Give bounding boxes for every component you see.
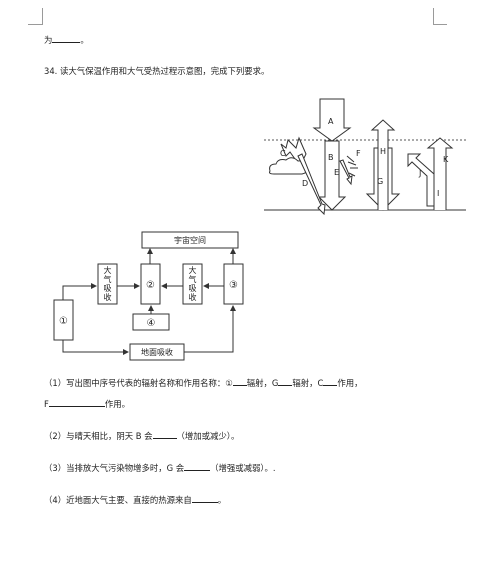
q3-suffix: （增强或减弱）。. (210, 463, 276, 473)
q1-mid-3: 作用， (337, 378, 363, 388)
label-g: G (377, 177, 383, 186)
label-h: H (380, 147, 386, 156)
node-3-label: ③ (229, 280, 238, 291)
q1-line2-suffix: 作用。 (104, 399, 130, 409)
question-prompt: 读大气保温作用和大气受热过程示意图，完成下列要求。 (60, 66, 270, 76)
label-b: B (328, 153, 334, 162)
node-2-label: ② (146, 280, 155, 291)
flow-node1-to-absorb (62, 283, 97, 300)
arrow-j (407, 153, 435, 207)
arrow-e (339, 159, 353, 186)
absorb-right-char-1: 大 (189, 265, 197, 275)
arrow-h (370, 119, 396, 210)
atmosphere-heating-figure: A B C D E F G H I J K (264, 98, 466, 216)
q1-mid-1: 辐射，G (246, 378, 279, 388)
space-box (141, 231, 239, 249)
absorb-right-box (182, 263, 203, 305)
flow-ground-to-node3 (184, 305, 236, 353)
q1-blank-3[interactable] (323, 377, 338, 386)
question-1-line-1: （1）写出图中序号代表的辐射名称和作用名称：① 辐射，G 辐射，C 作用， (44, 377, 362, 387)
q1-blank-2[interactable] (278, 377, 293, 386)
arrow-a (312, 98, 352, 142)
label-j: J (418, 169, 421, 178)
previous-answer-suffix: 。 (80, 35, 89, 45)
arrow-d (297, 153, 326, 216)
arrow-b (317, 140, 347, 211)
absorb-left-box (97, 263, 118, 305)
scatter-f-1 (346, 155, 355, 163)
q1-line2-prefix: F (44, 399, 49, 409)
question-3: （3）当排放大气污染物增多时，G 会 （增强或减弱）。. (44, 462, 276, 472)
space-box-label: 宇宙空间 (174, 235, 206, 245)
question-number: 34. (44, 66, 58, 76)
label-k: K (443, 155, 449, 164)
scatter-f-4 (348, 172, 356, 177)
q4-prefix: （4）近地面大气主要、直接的热源来自 (44, 495, 192, 505)
label-d: D (302, 179, 308, 188)
answer-blank[interactable] (52, 34, 81, 43)
label-c: C (280, 149, 286, 158)
absorb-right-char-4: 收 (189, 292, 197, 302)
label-i: I (437, 189, 439, 198)
q2-suffix: （增加或减少）。 (176, 431, 240, 441)
q3-blank[interactable] (184, 462, 211, 471)
flow-node1-to-ground (62, 340, 129, 355)
absorb-left-char-2: 气 (104, 274, 112, 284)
absorb-left-char-1: 大 (104, 265, 112, 275)
scatter-f-2 (347, 161, 357, 166)
q3-prefix: （3）当排放大气污染物增多时，G 会 (44, 463, 185, 473)
q4-suffix: 。 (217, 495, 227, 505)
question-2: （2）与晴天相比，阴天 B 会 （增加或减少）。 (44, 430, 239, 440)
absorb-right-char-3: 吸 (189, 284, 197, 293)
q2-blank[interactable] (152, 430, 177, 439)
q4-blank[interactable] (191, 494, 218, 503)
q1-blank-1[interactable] (232, 377, 247, 386)
absorb-left-char-4: 收 (104, 292, 112, 302)
q1-mid-2: 辐射，C (292, 378, 324, 388)
label-a: A (328, 117, 334, 126)
previous-answer-prefix: 为 (44, 35, 53, 45)
absorb-right-char-2: 气 (189, 274, 197, 284)
absorb-left-char-3: 吸 (104, 284, 112, 293)
q1-prefix: （1）写出图中序号代表的辐射名称和作用名称：① (44, 378, 233, 388)
node-4-label: ④ (147, 318, 156, 329)
question-4: （4）近地面大气主要、直接的热源来自 。 (44, 494, 226, 504)
label-e: E (334, 168, 339, 177)
label-f: F (356, 149, 361, 158)
radiation-flow-figure: 宇宙空间 大 气 吸 收 大 气 吸 收 ① ② ③ ④ 地面吸收 (53, 231, 244, 361)
q1-blank-4[interactable] (48, 398, 105, 407)
previous-answer-line: 为。 (44, 34, 89, 44)
ground-box-label: 地面吸收 (141, 347, 173, 357)
crop-mark-top-right-horizontal (433, 24, 447, 25)
question-heading: 34. 读大气保温作用和大气受热过程示意图，完成下列要求。 (44, 67, 269, 75)
crop-mark-top-left-horizontal (28, 24, 43, 25)
question-1-line-2: F 作用。 (44, 398, 130, 408)
node-1-label: ① (59, 316, 68, 327)
cloud (269, 157, 308, 175)
crop-mark-top-right-vertical (433, 8, 434, 25)
crop-mark-top-left-vertical (42, 8, 43, 25)
q2-prefix: （2）与晴天相比，阴天 B 会 (44, 431, 153, 441)
